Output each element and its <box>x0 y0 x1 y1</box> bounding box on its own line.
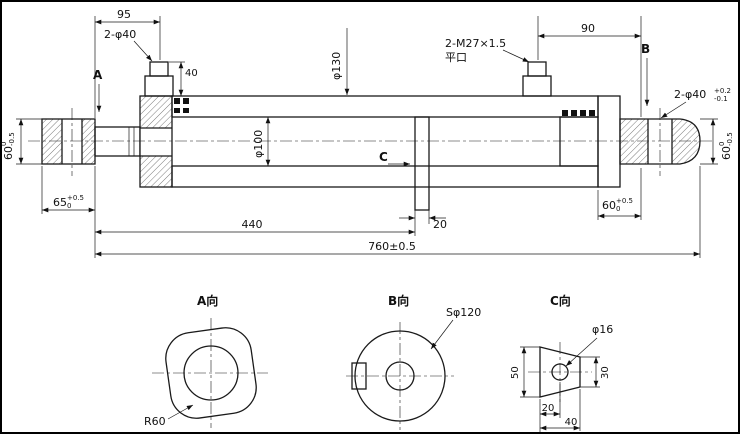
dim-phi130: φ130 <box>330 28 350 95</box>
view-a-title: A向 <box>197 293 218 308</box>
dim-c-30: 30 <box>580 356 611 388</box>
dim-20-label: 20 <box>433 218 447 231</box>
dim-440: 440 <box>94 166 415 258</box>
dim-60-rear-base: 60 <box>602 199 616 212</box>
label-2phi40-tol: 2-φ40 +0.2 -0.1 <box>660 87 731 119</box>
dim-c-40-label: 40 <box>565 417 578 428</box>
aux-view-a: A向 R60 <box>144 293 268 428</box>
right-port <box>522 61 552 97</box>
view-a-label: A <box>93 68 103 82</box>
dim-40: 40 <box>169 61 198 97</box>
dim-65: 65 +0.5 0 <box>41 166 95 214</box>
dim-60-right-sub: -0.5 <box>726 132 734 146</box>
dim-65-sup: +0.5 <box>67 194 84 202</box>
dim-65-sub: 0 <box>67 202 71 210</box>
dim-60-right-sup: 0 <box>718 142 726 146</box>
view-arrow-c: C <box>379 150 410 167</box>
label-thread: 2-M27×1.5 平口 <box>445 37 530 64</box>
label-2phi40-tol-sup: +0.2 <box>714 87 731 95</box>
label-2phi40-text: 2-φ40 <box>104 28 136 41</box>
label-phi16: φ16 <box>565 323 613 367</box>
label-2phi40-tol-base: 2-φ40 <box>674 88 706 101</box>
view-arrow-a: A <box>93 68 103 112</box>
left-eye-section <box>41 118 96 165</box>
label-thread-text: 2-M27×1.5 <box>445 37 506 50</box>
dim-c-50-label: 50 <box>510 366 521 379</box>
view-c-title: C向 <box>550 293 571 308</box>
aux-view-c: C向 50 30 20 <box>510 293 613 432</box>
view-b-title: B向 <box>388 293 409 308</box>
dim-60-left-base: 60 <box>2 146 15 160</box>
view-arrow-b: B <box>641 42 650 106</box>
dim-760-label: 760±0.5 <box>368 240 416 253</box>
label-sphi120: Sφ120 <box>446 306 481 319</box>
dim-20: 20 <box>399 210 447 236</box>
bottom-lug <box>414 116 430 211</box>
dim-65-base: 65 <box>53 196 67 209</box>
dim-c-20-label: 20 <box>542 403 555 414</box>
dim-60-right-base: 60 <box>720 146 733 160</box>
label-2phi40: 2-φ40 <box>104 28 153 62</box>
dim-60-left-sub: -0.5 <box>8 132 16 146</box>
dim-440-label: 440 <box>242 218 263 231</box>
dim-c-50: 50 <box>510 346 540 398</box>
dimensions: 95 2-φ40 40 φ130 2-M27×1.5 平口 <box>0 8 734 258</box>
label-flat-text: 平口 <box>445 51 467 64</box>
label-r60: R60 <box>144 415 166 428</box>
centerlines <box>28 108 714 176</box>
dim-90: 90 <box>537 16 642 117</box>
dim-phi130-label: φ130 <box>330 52 343 80</box>
dim-60-rear-sup: +0.5 <box>616 197 633 205</box>
view-c-label: C <box>379 150 388 164</box>
dim-60-left-sup: 0 <box>0 142 8 146</box>
label-phi16-text: φ16 <box>592 323 613 336</box>
left-gland <box>139 95 173 188</box>
rod-seals <box>174 98 189 113</box>
label-2phi40-tol-sub: -0.1 <box>714 95 728 103</box>
main-section-view <box>28 61 714 211</box>
left-port <box>144 61 174 97</box>
dim-40-label: 40 <box>185 68 198 79</box>
dim-760: 760±0.5 <box>95 166 701 258</box>
view-b-label: B <box>641 42 650 56</box>
dim-c-30-label: 30 <box>600 366 611 379</box>
dim-phi100: φ100 <box>252 117 271 166</box>
dim-60-right: 60 0 -0.5 <box>700 118 734 165</box>
dim-60-left: 60 0 -0.5 <box>0 118 42 165</box>
dim-95: 95 <box>94 8 161 118</box>
dim-95-label: 95 <box>117 8 131 21</box>
dim-c-40: 40 <box>540 389 581 431</box>
dim-60-rear: 60 +0.5 0 <box>597 168 642 220</box>
dim-60-rear-sub: 0 <box>616 205 620 213</box>
eye-outline <box>165 327 257 419</box>
aux-view-b: B向 Sφ120 <box>346 293 481 430</box>
dim-phi100-label: φ100 <box>252 130 265 158</box>
dim-90-label: 90 <box>581 22 595 35</box>
